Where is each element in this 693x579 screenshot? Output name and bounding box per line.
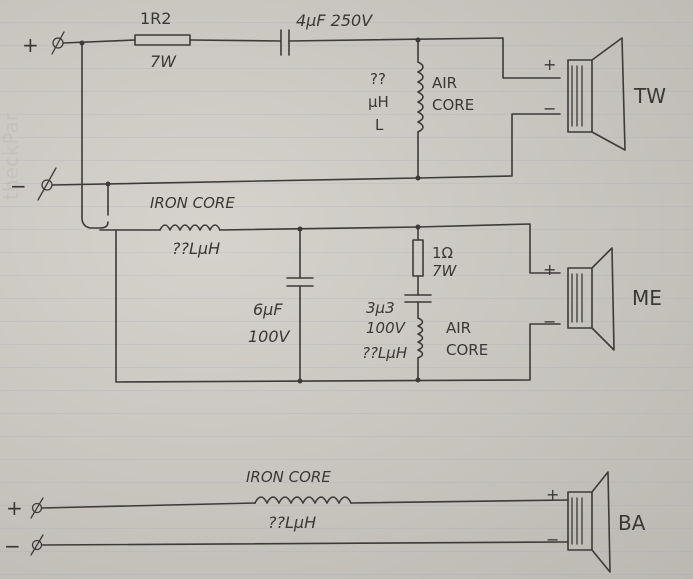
capacitor-6uf-value: 6µF bbox=[253, 300, 283, 319]
capacitor-6uf-voltage: 100V bbox=[248, 327, 291, 346]
bass-label: BA bbox=[618, 511, 646, 535]
bass-section: + IRON CORE ??LµH − + − BA bbox=[4, 468, 646, 573]
plus-label-bass: + bbox=[6, 496, 23, 520]
inductor-iron-core-ba bbox=[254, 496, 352, 504]
inductor-tw-core-2: CORE bbox=[432, 96, 474, 114]
inductor-iron-core-me bbox=[159, 224, 221, 231]
wire bbox=[62, 39, 136, 44]
resistor-1ohm bbox=[412, 239, 424, 277]
capacitor-4uf-label: 4µF 250V bbox=[296, 11, 373, 30]
inductor-tw-core-1: AIR bbox=[432, 74, 457, 92]
resistor-1r2 bbox=[134, 34, 191, 46]
inductor-tw-value-3: L bbox=[375, 116, 384, 134]
capacitor-3u3-voltage: 100V bbox=[366, 319, 407, 337]
minus-label-bass: − bbox=[4, 534, 21, 558]
inductor-tw-value-1: ?? bbox=[370, 70, 386, 88]
midrange-minus: − bbox=[543, 312, 556, 331]
midrange-label: ME bbox=[632, 286, 662, 310]
inductor-me2-core-2: CORE bbox=[446, 341, 488, 359]
midrange-section: − IRON CORE ??LµH 6µF 100V 1Ω 7W bbox=[10, 40, 662, 384]
tweeter-section: + 1R2 7W 4µF 250V ?? µH L AIR CORE + − T… bbox=[22, 9, 666, 181]
tweeter-plus: + bbox=[543, 55, 556, 74]
inductor-ba-value: ??LµH bbox=[268, 513, 316, 532]
inductor-air-core-tw bbox=[417, 61, 424, 133]
watermark: theckPar bbox=[0, 112, 23, 200]
inductor-tw-value-2: µH bbox=[368, 93, 389, 111]
capacitor-3u3-value: 3µ3 bbox=[366, 299, 395, 317]
tweeter-minus: − bbox=[543, 99, 556, 118]
inductor-me2-value: ??LµH bbox=[362, 344, 407, 362]
midrange-plus: + bbox=[543, 260, 556, 279]
resistor-1r2-label: 1R2 bbox=[140, 9, 171, 28]
tweeter-label: TW bbox=[633, 84, 666, 108]
bass-speaker bbox=[567, 491, 593, 551]
plus-label-top: + bbox=[22, 33, 39, 57]
iron-core-ba-label: IRON CORE bbox=[246, 468, 331, 486]
tweeter-speaker bbox=[567, 59, 593, 133]
inductor-me-value: ??LµH bbox=[172, 239, 220, 258]
resistor-1ohm-power: 7W bbox=[432, 262, 458, 280]
resistor-1ohm-label: 1Ω bbox=[432, 244, 453, 262]
bass-minus: − bbox=[546, 530, 559, 549]
inductor-air-core-me bbox=[417, 317, 424, 359]
bass-plus: + bbox=[546, 485, 559, 504]
midrange-speaker bbox=[567, 267, 593, 329]
minus-label-top: − bbox=[10, 174, 27, 198]
resistor-1r2-power: 7W bbox=[150, 52, 177, 71]
inductor-me2-core-1: AIR bbox=[446, 319, 471, 337]
iron-core-me-label: IRON CORE bbox=[150, 194, 235, 212]
